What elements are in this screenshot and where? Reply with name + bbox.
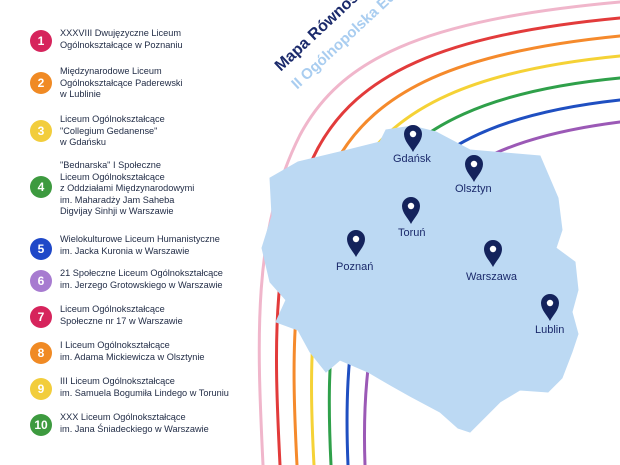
number-badge: 3 [30, 120, 52, 142]
rainbow-stripe-red [274, 16, 620, 465]
pin-hole [546, 299, 554, 307]
city-label: Olsztyn [455, 183, 492, 195]
map-pin-icon [465, 155, 483, 182]
school-item: 1 XXXVIII Dwujęzyczne Liceum Ogólnokształ… [30, 28, 260, 68]
school-item: 9 III Liceum Ogólnokształcące im. Samuela… [30, 376, 260, 416]
pin-hole [470, 160, 478, 168]
pin-hole [489, 245, 497, 253]
number-badge: 8 [30, 342, 52, 364]
pin-hole [409, 130, 417, 138]
city-label: Toruń [398, 227, 426, 239]
school-item: 2 Międzynarodowe Liceum Ogólnokształcące … [30, 66, 260, 106]
number-badge: 6 [30, 270, 52, 292]
school-item: 10 XXX Liceum Ogólnokształcące im. Jana Ś… [30, 412, 260, 452]
city-marker: Toruń [398, 197, 426, 239]
city-marker: Lublin [535, 294, 564, 336]
school-item: 4 "Bednarska" I Społeczne Liceum Ogólnoks… [30, 160, 260, 216]
number-badge: 1 [30, 30, 52, 52]
school-name: XXX Liceum Ogólnokształcące im. Jana Śni… [60, 412, 209, 434]
poland-outline [261, 125, 579, 433]
school-name: Liceum Ogólnokształcące Społeczne nr 17 … [60, 304, 183, 326]
school-name: 21 Społeczne Liceum Ogólnokształcące im.… [60, 268, 223, 290]
number-badge: 9 [30, 378, 52, 400]
map-pin-icon [541, 294, 559, 321]
map-pin-icon [484, 240, 502, 267]
city-label: Poznań [336, 261, 373, 273]
number-badge: 7 [30, 306, 52, 328]
map-pin-icon [404, 125, 422, 152]
city-label: Gdańsk [393, 153, 431, 165]
school-name: Liceum Ogólnokształcące "Collegium Gedan… [60, 114, 165, 147]
school-name: XXXVIII Dwujęzyczne Liceum Ogólnokształc… [60, 28, 183, 50]
city-marker: Warszawa [466, 240, 518, 283]
school-item: 5 Wielokulturowe Liceum Humanistyczne im.… [30, 234, 260, 274]
school-item: 8 I Liceum Ogólnokształcące im. Adama Mic… [30, 340, 260, 380]
pin-hole [352, 235, 360, 243]
school-item: 7 Liceum Ogólnokształcące Społeczne nr 17… [30, 304, 260, 344]
map-pin-icon [402, 197, 420, 224]
school-name: I Liceum Ogólnokształcące im. Adama Mick… [60, 340, 205, 362]
city-label: Warszawa [466, 271, 518, 283]
school-item: 3 Liceum Ogólnokształcące "Collegium Geda… [30, 114, 260, 154]
number-badge: 2 [30, 72, 52, 94]
school-item: 6 21 Społeczne Liceum Ogólnokształcące im… [30, 268, 260, 308]
pin-hole [407, 202, 415, 210]
school-name: III Liceum Ogólnokształcące im. Samuela … [60, 376, 229, 398]
school-name: Międzynarodowe Liceum Ogólnokształcące P… [60, 66, 183, 99]
map-title: Mapa Równości II Ogólnopolska Edycja [270, 0, 470, 140]
number-badge: 10 [30, 414, 52, 436]
city-marker: Olsztyn [455, 155, 492, 195]
city-marker: Gdańsk [393, 125, 431, 165]
number-badge: 4 [30, 176, 52, 198]
school-name: "Bednarska" I Społeczne Liceum Ogólnoksz… [60, 160, 195, 216]
school-name: Wielokulturowe Liceum Humanistyczne im. … [60, 234, 220, 256]
number-badge: 5 [30, 238, 52, 260]
rainbow-stripe-pink [257, 0, 620, 465]
map-pin-icon [347, 230, 365, 257]
city-marker: Poznań [336, 230, 373, 273]
city-label: Lublin [535, 324, 564, 336]
